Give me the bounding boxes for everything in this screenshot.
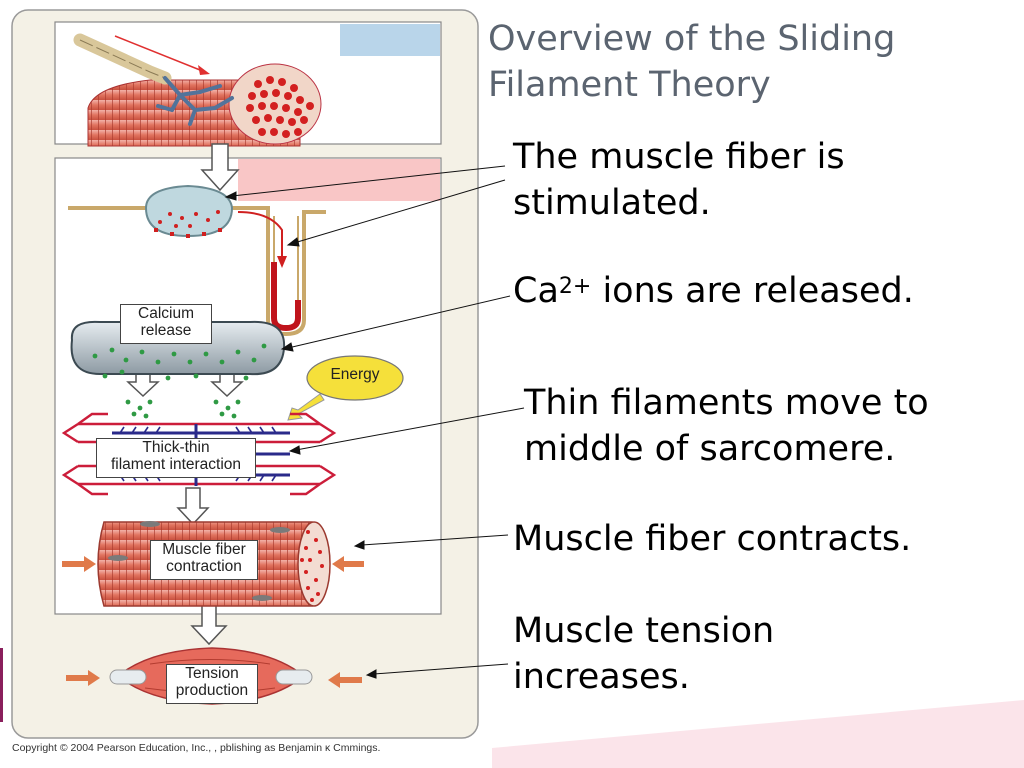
caption-calcium-suffix: ions are released. [591, 271, 914, 311]
calcium-release-line2: release [140, 322, 192, 339]
tension-production-line1: Tension [185, 665, 239, 682]
process-box-tab [238, 159, 440, 201]
energy-label: Energy [330, 366, 380, 383]
calcium-release-label: Calcium release [120, 304, 212, 344]
leader-lines [224, 165, 525, 679]
caption-thin-line2: middle of sarcomere. [524, 429, 896, 469]
fiber-contraction-label: Muscle fiber contraction [150, 540, 258, 580]
neuromuscular-junction-illustration [73, 33, 322, 147]
fiber-contraction-line2: contraction [166, 558, 242, 575]
pink-corner-accent [492, 700, 1024, 768]
caption-stimulated-line2: stimulated. [513, 183, 711, 223]
filament-interaction-line2: filament interaction [110, 456, 242, 473]
sarcomere-illustration [61, 412, 337, 496]
caption-tension: Muscle tension increases. [513, 608, 774, 700]
slide-title: Overview of the Sliding Filament Theory [488, 16, 1008, 108]
sarcolemma-illustration [68, 184, 326, 337]
filament-interaction-label: Thick-thin filament interaction [96, 438, 256, 478]
filament-interaction-line1: Thick-thin [142, 439, 210, 456]
title-line2: Filament Theory [488, 65, 771, 105]
tension-production-line2: production [175, 682, 249, 699]
caption-calcium-superscript: 2+ [558, 274, 592, 299]
tension-production-label: Tension production [166, 664, 258, 704]
caption-thin-line1: Thin filaments move to [524, 383, 929, 423]
caption-tension-line2: increases. [513, 657, 690, 697]
caption-calcium: Ca2+ ions are released. [513, 268, 914, 314]
copyright-notice: Copyright © 2004 Pearson Education, Inc.… [12, 742, 381, 754]
caption-calcium-prefix: Ca [513, 271, 559, 311]
caption-contracts: Muscle fiber contracts. [513, 519, 912, 559]
caption-stimulated: The muscle fiber is stimulated. [513, 134, 845, 226]
energy-bubble [287, 355, 404, 421]
caption-thin-filaments: Thin filaments move to middle of sarcome… [524, 380, 929, 472]
fiber-contraction-line1: Muscle fiber [162, 541, 246, 558]
caption-stimulated-line1: The muscle fiber is [513, 137, 845, 177]
nerve-box-tab [340, 24, 440, 56]
title-line1: Overview of the Sliding [488, 19, 896, 59]
left-edge-accent [0, 648, 3, 722]
caption-tension-line1: Muscle tension [513, 611, 775, 651]
calcium-release-line1: Calcium [138, 305, 194, 322]
